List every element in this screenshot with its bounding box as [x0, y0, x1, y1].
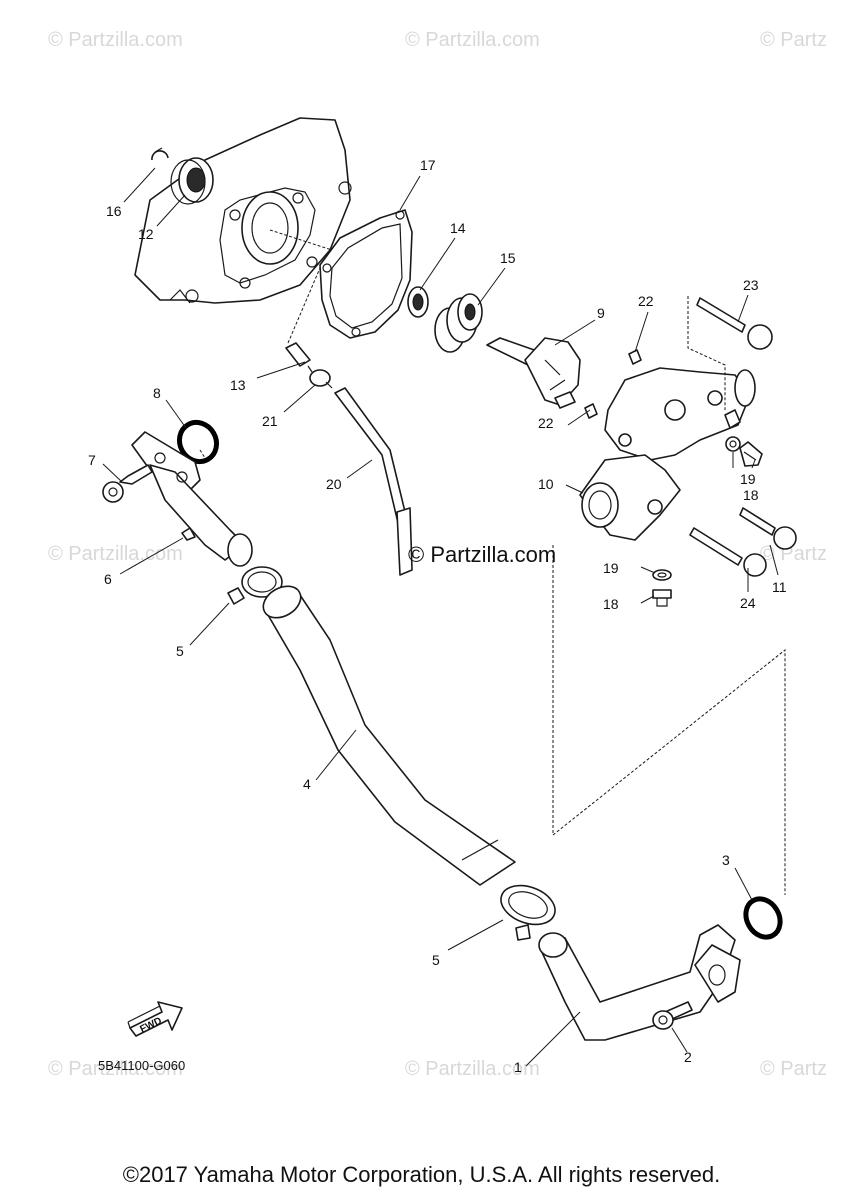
callout-11[interactable]: 11: [772, 579, 787, 595]
callout-6[interactable]: 6: [104, 571, 112, 587]
callout-21[interactable]: 21: [262, 413, 278, 429]
callout-19a[interactable]: 19: [740, 471, 756, 487]
crankcase-cover: [134, 117, 352, 304]
dowel-pins-22: [584, 349, 642, 419]
oil-seal-14: [407, 286, 429, 318]
callout-4[interactable]: 4: [303, 776, 311, 792]
bearing-12: [170, 157, 214, 205]
watermark-bottom-left: © Partzilla.com: [48, 1058, 183, 1080]
leader-lines: [102, 167, 779, 1067]
callout-24[interactable]: 24: [740, 595, 756, 611]
callout-8[interactable]: 8: [153, 385, 161, 401]
callout-15[interactable]: 15: [500, 250, 516, 266]
bolt-11: [739, 507, 797, 550]
callout-14[interactable]: 14: [450, 220, 466, 236]
bolt-23: [696, 297, 773, 350]
watermark-top-right: © Partz: [760, 29, 827, 51]
water-pump-housing: [604, 367, 756, 461]
copyright-notice: ©2017 Yamaha Motor Corporation, U.S.A. A…: [122, 1162, 721, 1187]
callout-12[interactable]: 12: [138, 226, 154, 242]
breather-hose-20: [334, 387, 413, 576]
bolt-18-lower: [652, 589, 672, 607]
callout-23[interactable]: 23: [743, 277, 759, 293]
callout-22b[interactable]: 22: [538, 415, 554, 431]
callout-1[interactable]: 1: [514, 1059, 522, 1075]
impeller-shaft-9: [486, 337, 581, 409]
washer-19-lower: [652, 569, 672, 581]
callout-20[interactable]: 20: [326, 476, 342, 492]
bolt-24: [689, 527, 767, 577]
bolt-2: [652, 1001, 693, 1030]
water-pipe-10: [579, 454, 681, 541]
washer-19-upper: [725, 436, 741, 452]
callouts: 16 12 17 14 15 9 22 22 23 19 18 10 11 24…: [88, 157, 787, 1075]
callout-2[interactable]: 2: [684, 1049, 692, 1065]
gasket-17: [319, 209, 413, 339]
hose-clamp-5-upper: [227, 566, 283, 605]
callout-9[interactable]: 9: [597, 305, 605, 321]
watermarks: © Partzilla.com © Partzilla.com © Partz …: [48, 29, 827, 1080]
radiator-hose-4: [262, 585, 516, 886]
callout-7[interactable]: 7: [88, 452, 96, 468]
callout-5-lower[interactable]: 5: [432, 952, 440, 968]
center-watermark: © Partzilla.com: [408, 542, 556, 567]
circlip-16: [151, 147, 169, 161]
callout-19b[interactable]: 19: [603, 560, 619, 576]
assembly-lines: [199, 229, 786, 895]
watermark-top-left: © Partzilla.com: [48, 29, 183, 51]
o-ring-3: [743, 896, 783, 940]
bolt-7: [102, 464, 153, 503]
callout-18a[interactable]: 18: [743, 487, 759, 503]
hose-clamp-5-lower: [500, 884, 556, 941]
watermark-top-center: © Partzilla.com: [405, 29, 540, 51]
clamp-21: [307, 365, 333, 389]
watermark-bottom-right: © Partz: [760, 1058, 827, 1080]
pin-13: [285, 342, 311, 367]
callout-16[interactable]: 16: [106, 203, 122, 219]
mechanical-seal-15: [434, 293, 483, 353]
fwd-label: FWD: [138, 1015, 163, 1035]
callout-22a[interactable]: 22: [638, 293, 654, 309]
callout-17[interactable]: 17: [420, 157, 436, 173]
diagram-code: 5B41100-G060: [98, 1058, 185, 1073]
watermark-mid-left: © Partzilla.com: [48, 543, 183, 565]
callout-13[interactable]: 13: [230, 377, 246, 393]
o-ring-8: [176, 419, 220, 465]
callout-3[interactable]: 3: [722, 852, 730, 868]
callout-10[interactable]: 10: [538, 476, 554, 492]
watermark-bottom-center: © Partzilla.com: [405, 1058, 540, 1080]
callout-18b[interactable]: 18: [603, 596, 619, 612]
watermark-mid-right: © Partz: [760, 543, 827, 565]
outlet-joint-6: [131, 431, 253, 567]
callout-5-upper[interactable]: 5: [176, 643, 184, 659]
bolt-18-upper: [739, 441, 763, 467]
fwd-arrow: FWD: [127, 1001, 183, 1037]
